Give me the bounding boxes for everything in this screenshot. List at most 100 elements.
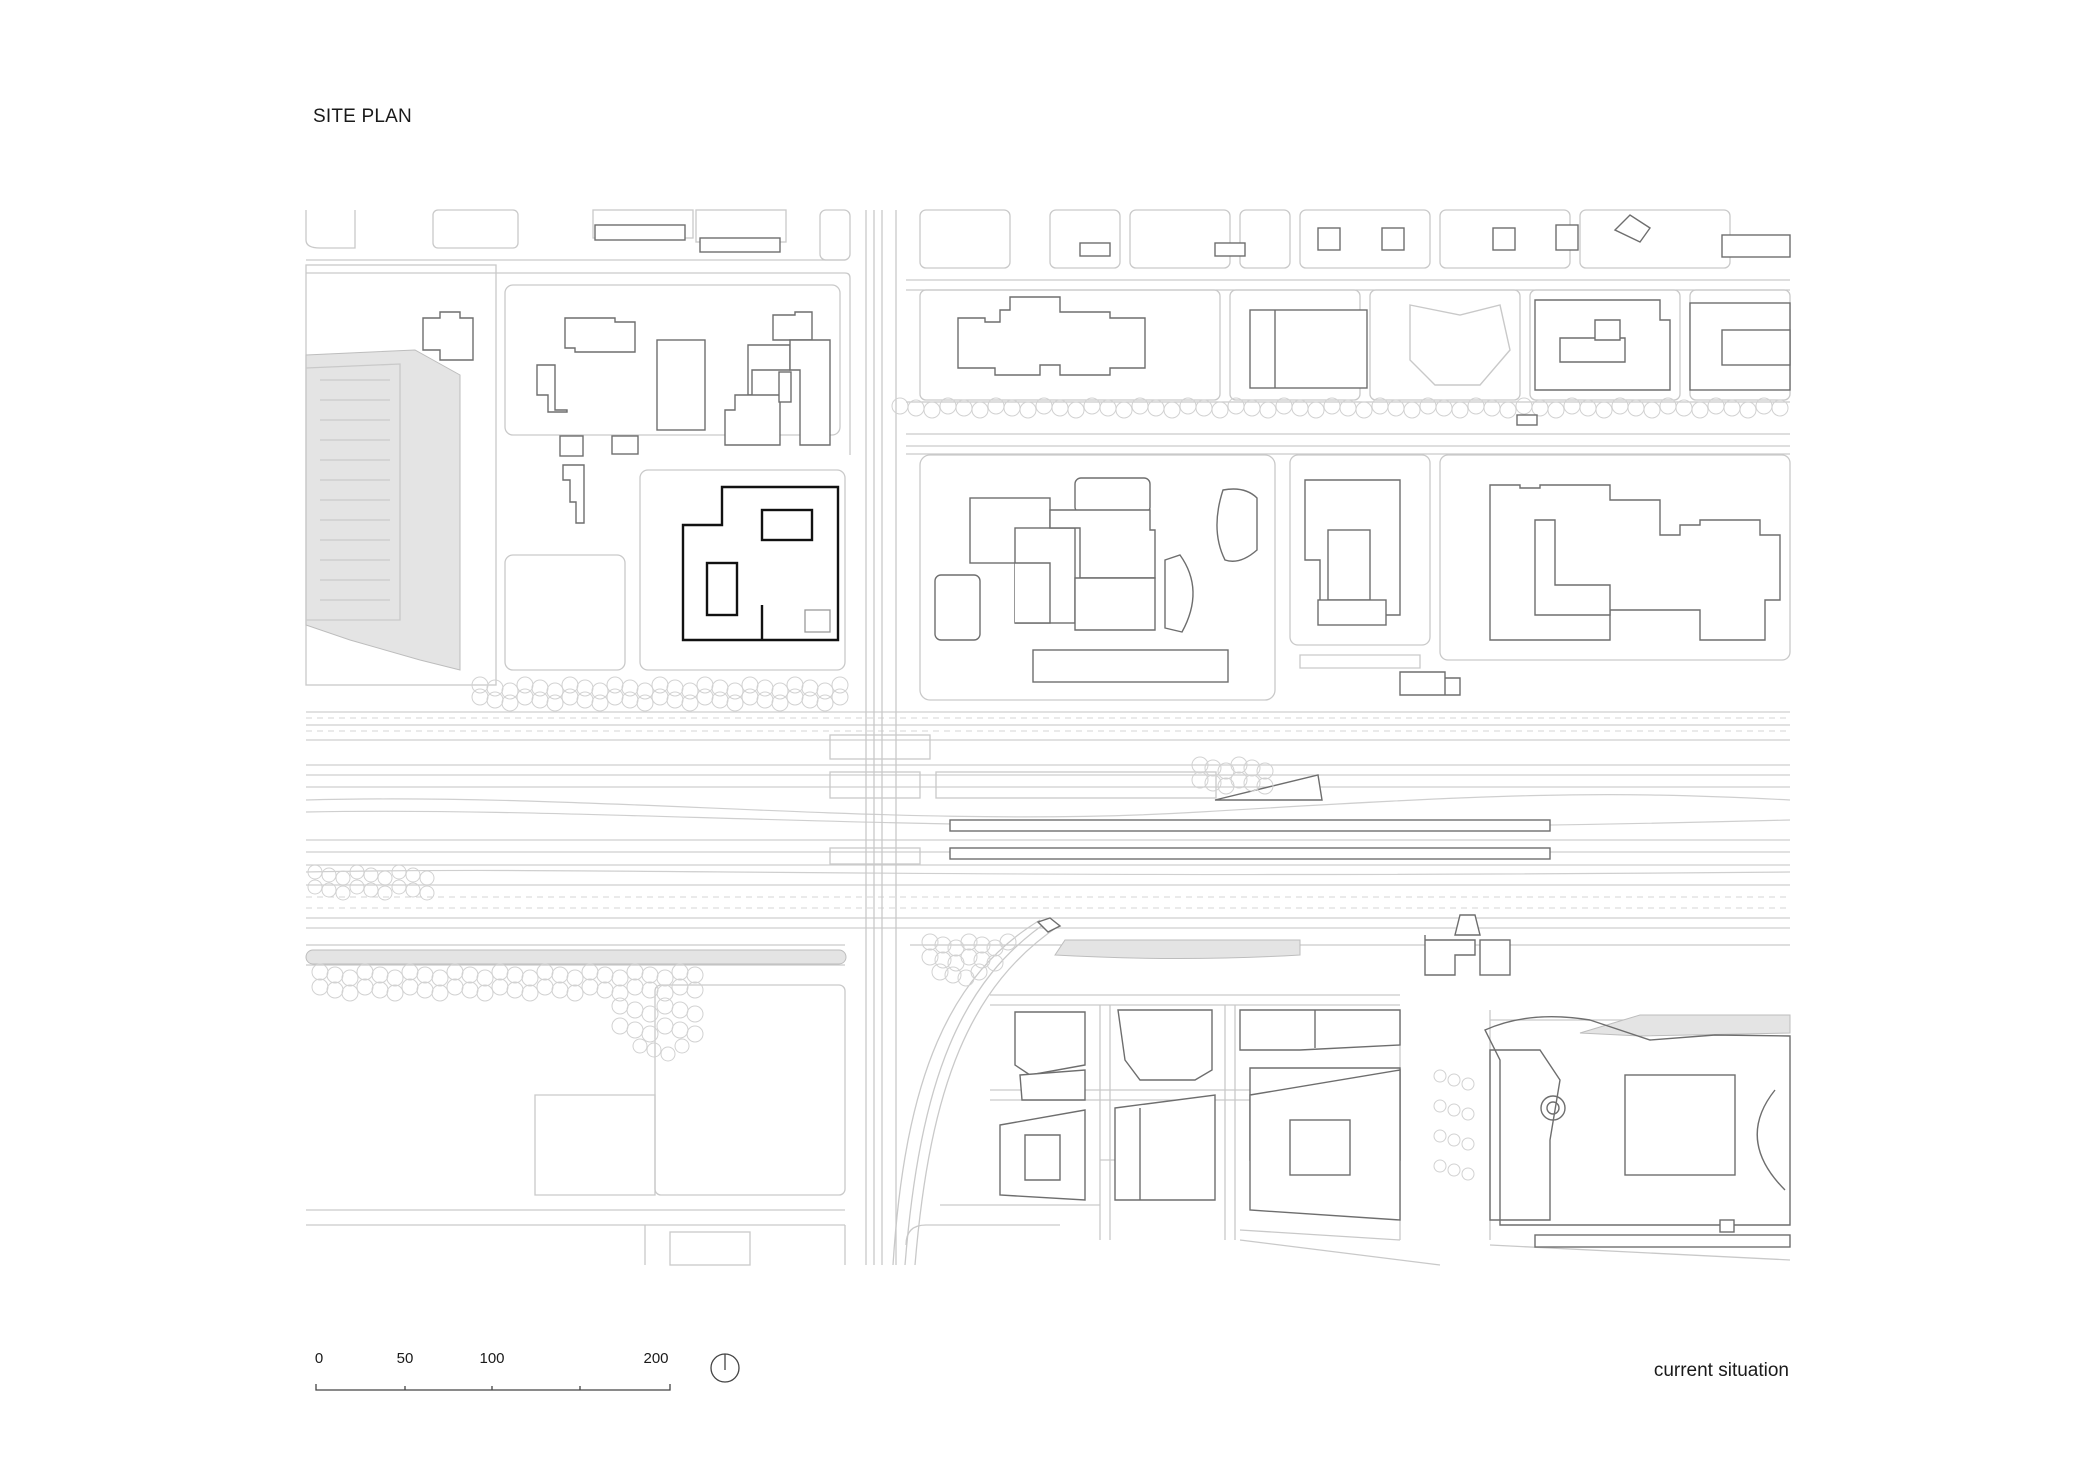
tree (681, 694, 699, 712)
tree (501, 682, 519, 700)
tree (521, 969, 539, 987)
tree (741, 676, 759, 694)
tree (401, 963, 419, 981)
paved-areas (305, 349, 1791, 1037)
tree (476, 984, 494, 1002)
tree (626, 963, 644, 981)
tree (561, 688, 579, 706)
tree (491, 978, 509, 996)
tree (416, 966, 434, 984)
tree (311, 963, 329, 981)
tree (1643, 401, 1661, 419)
tree (686, 981, 704, 999)
tree (1204, 759, 1222, 777)
scale-label-50: 50 (396, 1350, 414, 1367)
tree (626, 1001, 644, 1019)
tree (536, 963, 554, 981)
tree (349, 864, 365, 880)
tree (1499, 401, 1517, 419)
tree (934, 936, 952, 954)
tree (660, 1046, 676, 1062)
tree (756, 679, 774, 697)
tree (377, 870, 393, 886)
tree (531, 679, 549, 697)
tree (1307, 401, 1325, 419)
tree (641, 1005, 659, 1023)
north-arrow-icon (710, 1353, 740, 1383)
tree (801, 691, 819, 709)
tree (641, 966, 659, 984)
tree (1461, 1107, 1475, 1121)
tree (831, 676, 849, 694)
tree (656, 1017, 674, 1035)
tree (671, 978, 689, 996)
scale-bar (315, 1384, 671, 1391)
tree (831, 688, 849, 706)
tree (1447, 1103, 1461, 1117)
tree (431, 969, 449, 987)
tree (335, 885, 351, 901)
page-title: SITE PLAN (313, 106, 412, 127)
tree (626, 1021, 644, 1039)
tree (1461, 1077, 1475, 1091)
tree (506, 981, 524, 999)
tree (471, 688, 489, 706)
tree (491, 963, 509, 981)
tree (999, 933, 1017, 951)
tree (1256, 777, 1274, 795)
tree (641, 1025, 659, 1043)
tree (377, 885, 393, 901)
tree (591, 694, 609, 712)
tree (1163, 401, 1181, 419)
tree (1447, 1163, 1461, 1177)
tree (516, 688, 534, 706)
tree (756, 691, 774, 709)
tree (1191, 771, 1209, 789)
tree (636, 694, 654, 712)
tree (674, 1038, 690, 1054)
tree (1547, 401, 1565, 419)
scale-label-200: 200 (643, 1350, 669, 1367)
tree (576, 691, 594, 709)
tree (681, 682, 699, 700)
tree (621, 679, 639, 697)
tree (1230, 756, 1248, 774)
tree (326, 981, 344, 999)
tree (581, 963, 599, 981)
tree (501, 694, 519, 712)
project-site (681, 485, 840, 642)
tree (726, 694, 744, 712)
tree (341, 984, 359, 1002)
tree (506, 966, 524, 984)
tree (476, 969, 494, 987)
tree (671, 1001, 689, 1019)
tree (1204, 774, 1222, 792)
tree (606, 676, 624, 694)
tree (371, 981, 389, 999)
tree (405, 882, 421, 898)
tree (771, 682, 789, 700)
tree (546, 694, 564, 712)
tree (696, 688, 714, 706)
tree (1191, 756, 1209, 774)
tree (566, 969, 584, 987)
tree (666, 691, 684, 709)
tree (686, 1025, 704, 1043)
tree (596, 981, 614, 999)
railway-corridor (305, 711, 1791, 929)
tree (786, 688, 804, 706)
tree (461, 966, 479, 984)
tree (960, 933, 978, 951)
tree (307, 879, 323, 895)
tree (651, 688, 669, 706)
tree (581, 978, 599, 996)
tree (391, 864, 407, 880)
tree (786, 676, 804, 694)
tree (1739, 401, 1757, 419)
tree (1433, 1069, 1447, 1083)
tree (671, 1021, 689, 1039)
tree (971, 401, 989, 419)
tree (923, 401, 941, 419)
tree (356, 978, 374, 996)
